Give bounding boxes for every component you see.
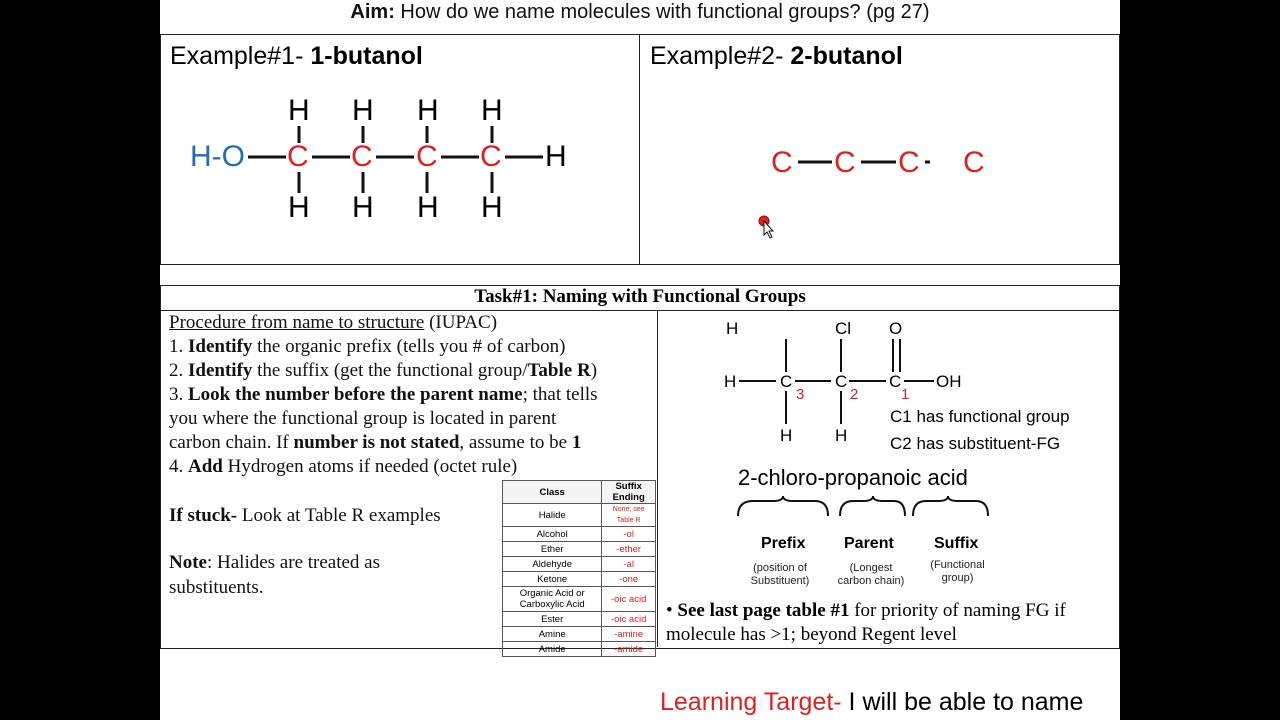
hydrogen-atom: H [780, 426, 793, 445]
procedure-step-3-line3: carbon chain. If number is not stated, a… [169, 432, 582, 453]
hydrogen-atom: H [352, 191, 374, 224]
task-header-divider [160, 310, 1120, 311]
carbon-atom: C [287, 140, 309, 173]
carbon-number: 3 [796, 386, 805, 403]
procedure-step-1: 1. Identify the organic prefix (tells yo… [169, 336, 566, 357]
hydrogen-atom: H [481, 94, 503, 127]
table-row: Aldehyde-al [501, 556, 656, 572]
example1-title: Example#1- 1-butanol [170, 42, 423, 70]
hydrogen-atom: H [288, 94, 310, 127]
carbon-atom: C [963, 146, 985, 179]
parent-label: Parent [844, 535, 894, 552]
hydrogen-atom: H [417, 94, 439, 127]
priority-note: • See last page table #1 for priority of… [666, 600, 1066, 621]
carbon-atom: C [780, 372, 793, 391]
carbon-atom: C [416, 140, 438, 173]
table-row: Organic Acid or Carboxylic Acid-oic acid [501, 586, 656, 612]
examples-divider [639, 34, 640, 265]
carbon-atom: C [835, 372, 848, 391]
procedure-step-3: 3. Look the number before the parent nam… [169, 384, 598, 405]
chloropropanoic-structure [737, 339, 989, 517]
table-header: Class [501, 480, 603, 504]
learning-target: Learning Target- I will be able to name [660, 688, 1084, 716]
procedure-step-3-line2: you where the functional group is locate… [169, 408, 557, 429]
table-header: Suffix Ending [601, 480, 656, 504]
cursor-pointer-icon [758, 215, 775, 239]
aim-label: Aim: [350, 1, 395, 23]
carbon-atom: C [771, 146, 793, 179]
task-column-divider [657, 310, 658, 647]
hydrogen-atom: H [288, 191, 310, 224]
hydrogen-atom: H [724, 372, 737, 391]
examples-box [160, 34, 1120, 265]
table-row: Ether-ether [501, 541, 656, 557]
carbon-number: 1 [901, 386, 910, 403]
task-title: Task#1: Naming with Functional Groups [474, 286, 806, 307]
chlorine-atom: Cl [835, 319, 852, 338]
aim-text: How do we name molecules with functional… [394, 1, 930, 23]
hydrogen-atom: H [835, 426, 848, 445]
table-row: Ketone-one [501, 571, 656, 587]
hydrogen-atom: H [726, 319, 739, 338]
table-row: Amine-amine [501, 626, 656, 642]
fact-c2: C2 has substituent-FG [890, 434, 1061, 453]
hydroxyl-group: OH [936, 372, 962, 391]
carbon-atom: C [834, 146, 856, 179]
halides-note: Note: Halides are treated as [169, 552, 381, 573]
carbon-atom: C [351, 140, 373, 173]
priority-note-line2: molecule has >1; beyond Regent level [666, 624, 957, 645]
table-row: Ester-oic acid [501, 611, 656, 627]
hydrogen-atom: H [417, 191, 439, 224]
hydroxyl-group: H-O [190, 140, 245, 173]
example2-title: Example#2- 2-butanol [650, 42, 903, 70]
slide: Aim: How do we name molecules with funct… [160, 0, 1120, 720]
example2-bonds [798, 160, 930, 164]
hydrogen-atom: H [545, 140, 567, 173]
prefix-label: Prefix [761, 535, 806, 552]
oxygen-atom: O [889, 319, 903, 338]
procedure-step-2: 2. Identify the suffix (get the function… [169, 360, 598, 381]
carbon-atom: C [898, 146, 920, 179]
aim-heading: Aim: How do we name molecules with funct… [160, 0, 1120, 34]
suffix-label: Suffix [934, 535, 979, 552]
carbon-atom: C [480, 140, 502, 173]
halides-note-line2: substituents. [169, 577, 264, 598]
compound-name: 2-chloro-propanoic acid [738, 465, 968, 490]
hydrogen-atom: H [481, 191, 503, 224]
procedure-step-4: 4. Add Hydrogen atoms if needed (octet r… [169, 456, 518, 477]
table-row: Amide-amide [501, 641, 656, 657]
hydrogen-atom: H [352, 94, 374, 127]
if-stuck-note: If stuck- Look at Table R examples [169, 505, 441, 526]
table-row: Alcohol-ol [501, 526, 656, 542]
carbon-number: 2 [850, 386, 859, 403]
carbon-atom: C [889, 372, 902, 391]
butanol-bonds [248, 126, 543, 193]
procedure-heading: Procedure from name to structure (IUPAC) [169, 312, 498, 333]
fact-c1: C1 has functional group [890, 407, 1070, 426]
